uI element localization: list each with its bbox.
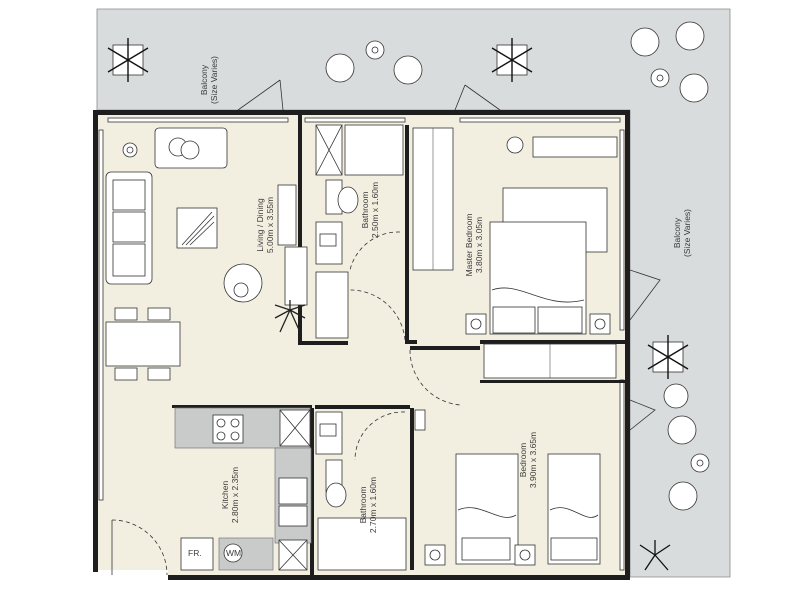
bathtub-1 — [344, 124, 404, 176]
counter-1 — [315, 271, 349, 339]
label-balcony-top-name: Balcony — [199, 64, 209, 95]
interior-walls — [93, 115, 625, 575]
wall-panel-bedroom — [414, 409, 426, 431]
balcony-door-bedroom — [629, 399, 656, 431]
balcony-plant-4 — [639, 540, 671, 571]
balcony-chairs — [325, 21, 710, 511]
tv-unit — [277, 184, 297, 246]
balcony-plant-1 — [107, 38, 149, 82]
fridge — [180, 537, 214, 571]
nightstand-1 — [465, 313, 487, 335]
label-living-name: Living / Dining — [255, 198, 265, 252]
washer-label: WM — [226, 548, 241, 558]
lamp-icon — [122, 142, 138, 158]
kitchen-sink — [278, 477, 308, 505]
label-bath2-name: Bathroom — [358, 487, 368, 524]
door-bath2 — [354, 411, 406, 461]
label-master-name: Master Bedroom — [464, 214, 474, 277]
label-living-size: 5.00m x 3.55m — [265, 197, 275, 253]
label-bath1-name: Bathroom — [360, 192, 370, 229]
balcony-plant-2 — [491, 38, 533, 82]
rug — [176, 207, 218, 249]
window-strip-top — [107, 117, 621, 123]
outer-walls — [93, 110, 630, 580]
bathtub-2 — [317, 517, 407, 571]
desk — [532, 136, 618, 158]
door-bedroom — [409, 349, 461, 406]
door-bath1 — [349, 231, 401, 271]
balcony-door-living — [237, 79, 284, 111]
plant-icon — [274, 300, 306, 333]
dining-table — [105, 321, 181, 367]
label-bedroom-size: 3.90m x 3.65m — [528, 432, 538, 488]
balcony-door-master — [454, 84, 501, 111]
fridge-label: FR. — [188, 548, 202, 558]
side-cabinet — [284, 246, 308, 306]
label-bedroom-name: Bedroom — [518, 443, 528, 478]
label-balcony-right-name: Balcony — [672, 217, 682, 248]
entrance-door — [111, 519, 168, 576]
label-master-size: 3.80m x 3.05m — [474, 217, 484, 273]
label-bath2-size: 2.70m x 1.60m — [368, 477, 378, 533]
nightstand-3 — [424, 544, 446, 566]
lamp-icon — [506, 136, 524, 154]
window-strip-left — [98, 129, 104, 501]
label-kitchen-name: Kitchen — [220, 481, 230, 510]
sink-1 — [315, 221, 343, 265]
label-kitchen-size: 2.80m x 2.35m — [230, 467, 240, 523]
balcony-door-right — [629, 269, 661, 321]
nightstand-4 — [514, 544, 536, 566]
label-bath1-size: 2.50m x 1.60m — [370, 182, 380, 238]
label-balcony-top-size: (Size Varies) — [209, 56, 219, 104]
hob-icon — [212, 414, 244, 444]
door-master — [349, 289, 406, 341]
balcony-plant-3 — [647, 335, 689, 379]
label-balcony-right-size: (Size Varies) — [682, 209, 692, 257]
nightstand-2 — [589, 313, 611, 335]
